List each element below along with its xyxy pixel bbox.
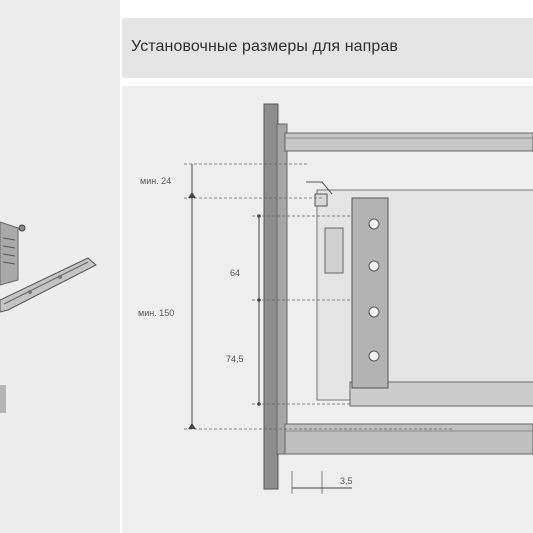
top-rail [284,132,533,152]
cabinet-wall [263,103,279,490]
installation-dimension-diagram: мин. 24 мин. 150 64 74,5 3,5 [138,103,533,494]
mount-hole [368,306,380,318]
label-min-height: мин. 150 [138,308,174,318]
mounting-plate-icon [0,221,26,286]
mount-hole [368,350,380,362]
drawer-slide-illustration [0,221,97,413]
screw-detail [314,193,328,207]
mount-hole [368,218,380,230]
label-upper-spacing: 64 [230,268,240,278]
section-title: Установочные размеры для направ [131,38,399,55]
bottom-rail [284,423,533,455]
title-bar: Установочные размеры для направ [122,18,533,78]
left-panel [0,0,120,533]
drawer-side [316,189,533,401]
slide-rail-icon [0,257,97,313]
label-lower-spacing: 74,5 [226,354,244,364]
edge-fragment [0,385,6,413]
mount-hole [368,260,380,272]
label-side-offset: 3,5 [340,476,353,486]
diagram-panel: мин. 24 мин. 150 64 74,5 3,5 [122,86,533,533]
label-min-top: мин. 24 [140,176,171,186]
cabinet-edge [276,123,288,455]
runner-clip [324,227,344,274]
